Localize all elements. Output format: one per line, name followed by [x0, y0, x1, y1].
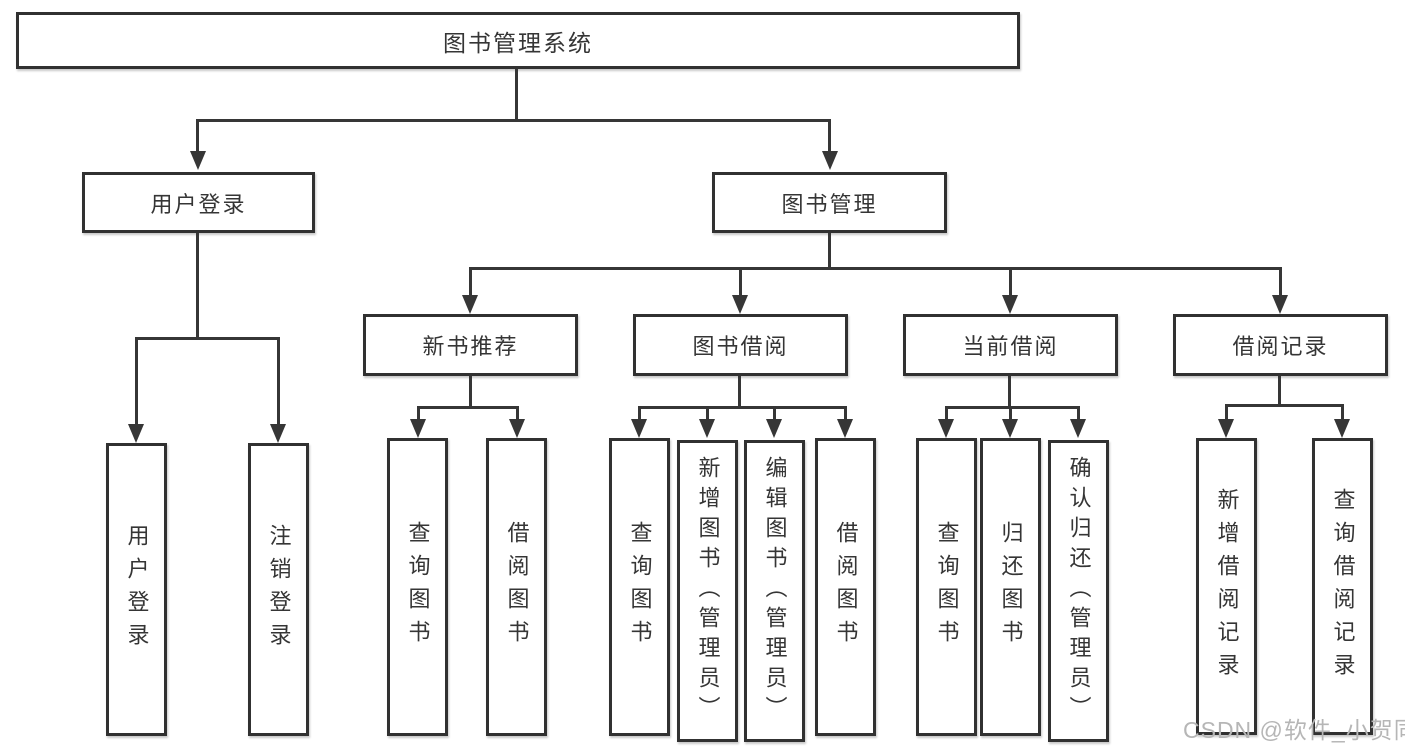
connector-current-borrowing-trunk [1008, 376, 1011, 409]
arrow-down-icon [270, 424, 286, 443]
arrow-down-icon [699, 419, 715, 438]
connector-user-login-trunk [196, 233, 199, 340]
csdn-watermark: CSDN @软件_小贺同学 [1183, 717, 1405, 743]
connector-stem-borrowing-records [1279, 267, 1282, 297]
leaf-cb-confirm-return-admin: 确认归还（管理员） [1048, 440, 1109, 742]
connector-book-borrowing-branch [638, 406, 847, 409]
connector-book-management-trunk [828, 233, 831, 270]
connector-stem-br-query [1341, 404, 1344, 421]
arrow-down-icon [509, 419, 525, 438]
leaf-br-add-record: 新增借阅记录 [1196, 438, 1257, 735]
connector-user-login-branch [135, 337, 280, 340]
connector-stem-user-login-leaf [135, 337, 138, 426]
connector-l1-branch [197, 119, 831, 122]
connector-l3-branch [469, 267, 1282, 270]
connector-stem-cb-return [1009, 406, 1012, 421]
connector-stem-bb-add [706, 406, 709, 421]
connector-stem-bb-query [638, 406, 641, 421]
connector-stem-book-management [828, 119, 831, 153]
connector-borrowing-records-trunk [1278, 376, 1281, 407]
connector-stem-bb-borrow [844, 406, 847, 421]
leaf-bb-query-books: 查询图书 [609, 438, 670, 736]
arrow-down-icon [1272, 295, 1288, 314]
node-user-login: 用户登录 [82, 172, 315, 233]
arrow-down-icon [1002, 419, 1018, 438]
arrow-down-icon [938, 419, 954, 438]
connector-stem-new-book-recommend [469, 267, 472, 297]
node-book-borrowing: 图书借阅 [633, 314, 848, 376]
arrow-down-icon [190, 151, 206, 170]
leaf-nb-borrow-books: 借阅图书 [486, 438, 547, 736]
leaf-br-query-record: 查询借阅记录 [1312, 438, 1373, 735]
connector-stem-bb-edit [773, 406, 776, 421]
leaf-bb-edit-books-admin: 编辑图书（管理员） [744, 440, 805, 742]
arrow-down-icon [462, 295, 478, 314]
arrow-down-icon [837, 419, 853, 438]
arrow-down-icon [128, 424, 144, 443]
connector-stem-nb-borrow [516, 406, 519, 421]
connector-new-book-branch [417, 406, 519, 409]
connector-borrowing-records-branch [1225, 404, 1344, 407]
connector-stem-current-borrowing [1009, 267, 1012, 297]
arrow-down-icon [732, 295, 748, 314]
node-borrowing-records: 借阅记录 [1173, 314, 1388, 376]
connector-stem-cb-confirm [1077, 406, 1080, 421]
leaf-cb-query-books: 查询图书 [916, 438, 977, 736]
leaf-cb-return-books: 归还图书 [980, 438, 1041, 736]
leaf-logout: 注销登录 [248, 443, 309, 736]
connector-stem-nb-query [417, 406, 420, 421]
connector-book-borrowing-trunk [738, 376, 741, 409]
leaf-nb-query-books: 查询图书 [387, 438, 448, 736]
connector-stem-cb-query [945, 406, 948, 421]
arrow-down-icon [1218, 419, 1234, 438]
node-book-management: 图书管理 [712, 172, 947, 233]
connector-stem-user-login [196, 119, 199, 153]
arrow-down-icon [1002, 295, 1018, 314]
connector-new-book-trunk [469, 376, 472, 409]
node-root: 图书管理系统 [16, 12, 1020, 69]
arrow-down-icon [631, 419, 647, 438]
connector-stem-br-add [1225, 404, 1228, 421]
node-current-borrowing: 当前借阅 [903, 314, 1118, 376]
connector-root-trunk [515, 69, 518, 122]
leaf-user-login: 用户登录 [106, 443, 167, 736]
arrow-down-icon [822, 151, 838, 170]
connector-stem-book-borrowing [739, 267, 742, 297]
arrow-down-icon [766, 419, 782, 438]
arrow-down-icon [1334, 419, 1350, 438]
arrow-down-icon [1070, 419, 1086, 438]
connector-current-borrowing-branch [945, 406, 1080, 409]
node-new-book-recommend: 新书推荐 [363, 314, 578, 376]
arrow-down-icon [410, 419, 426, 438]
connector-stem-logout-leaf [277, 337, 280, 426]
leaf-bb-borrow-books: 借阅图书 [815, 438, 876, 736]
leaf-bb-add-books-admin: 新增图书（管理员） [677, 440, 738, 742]
